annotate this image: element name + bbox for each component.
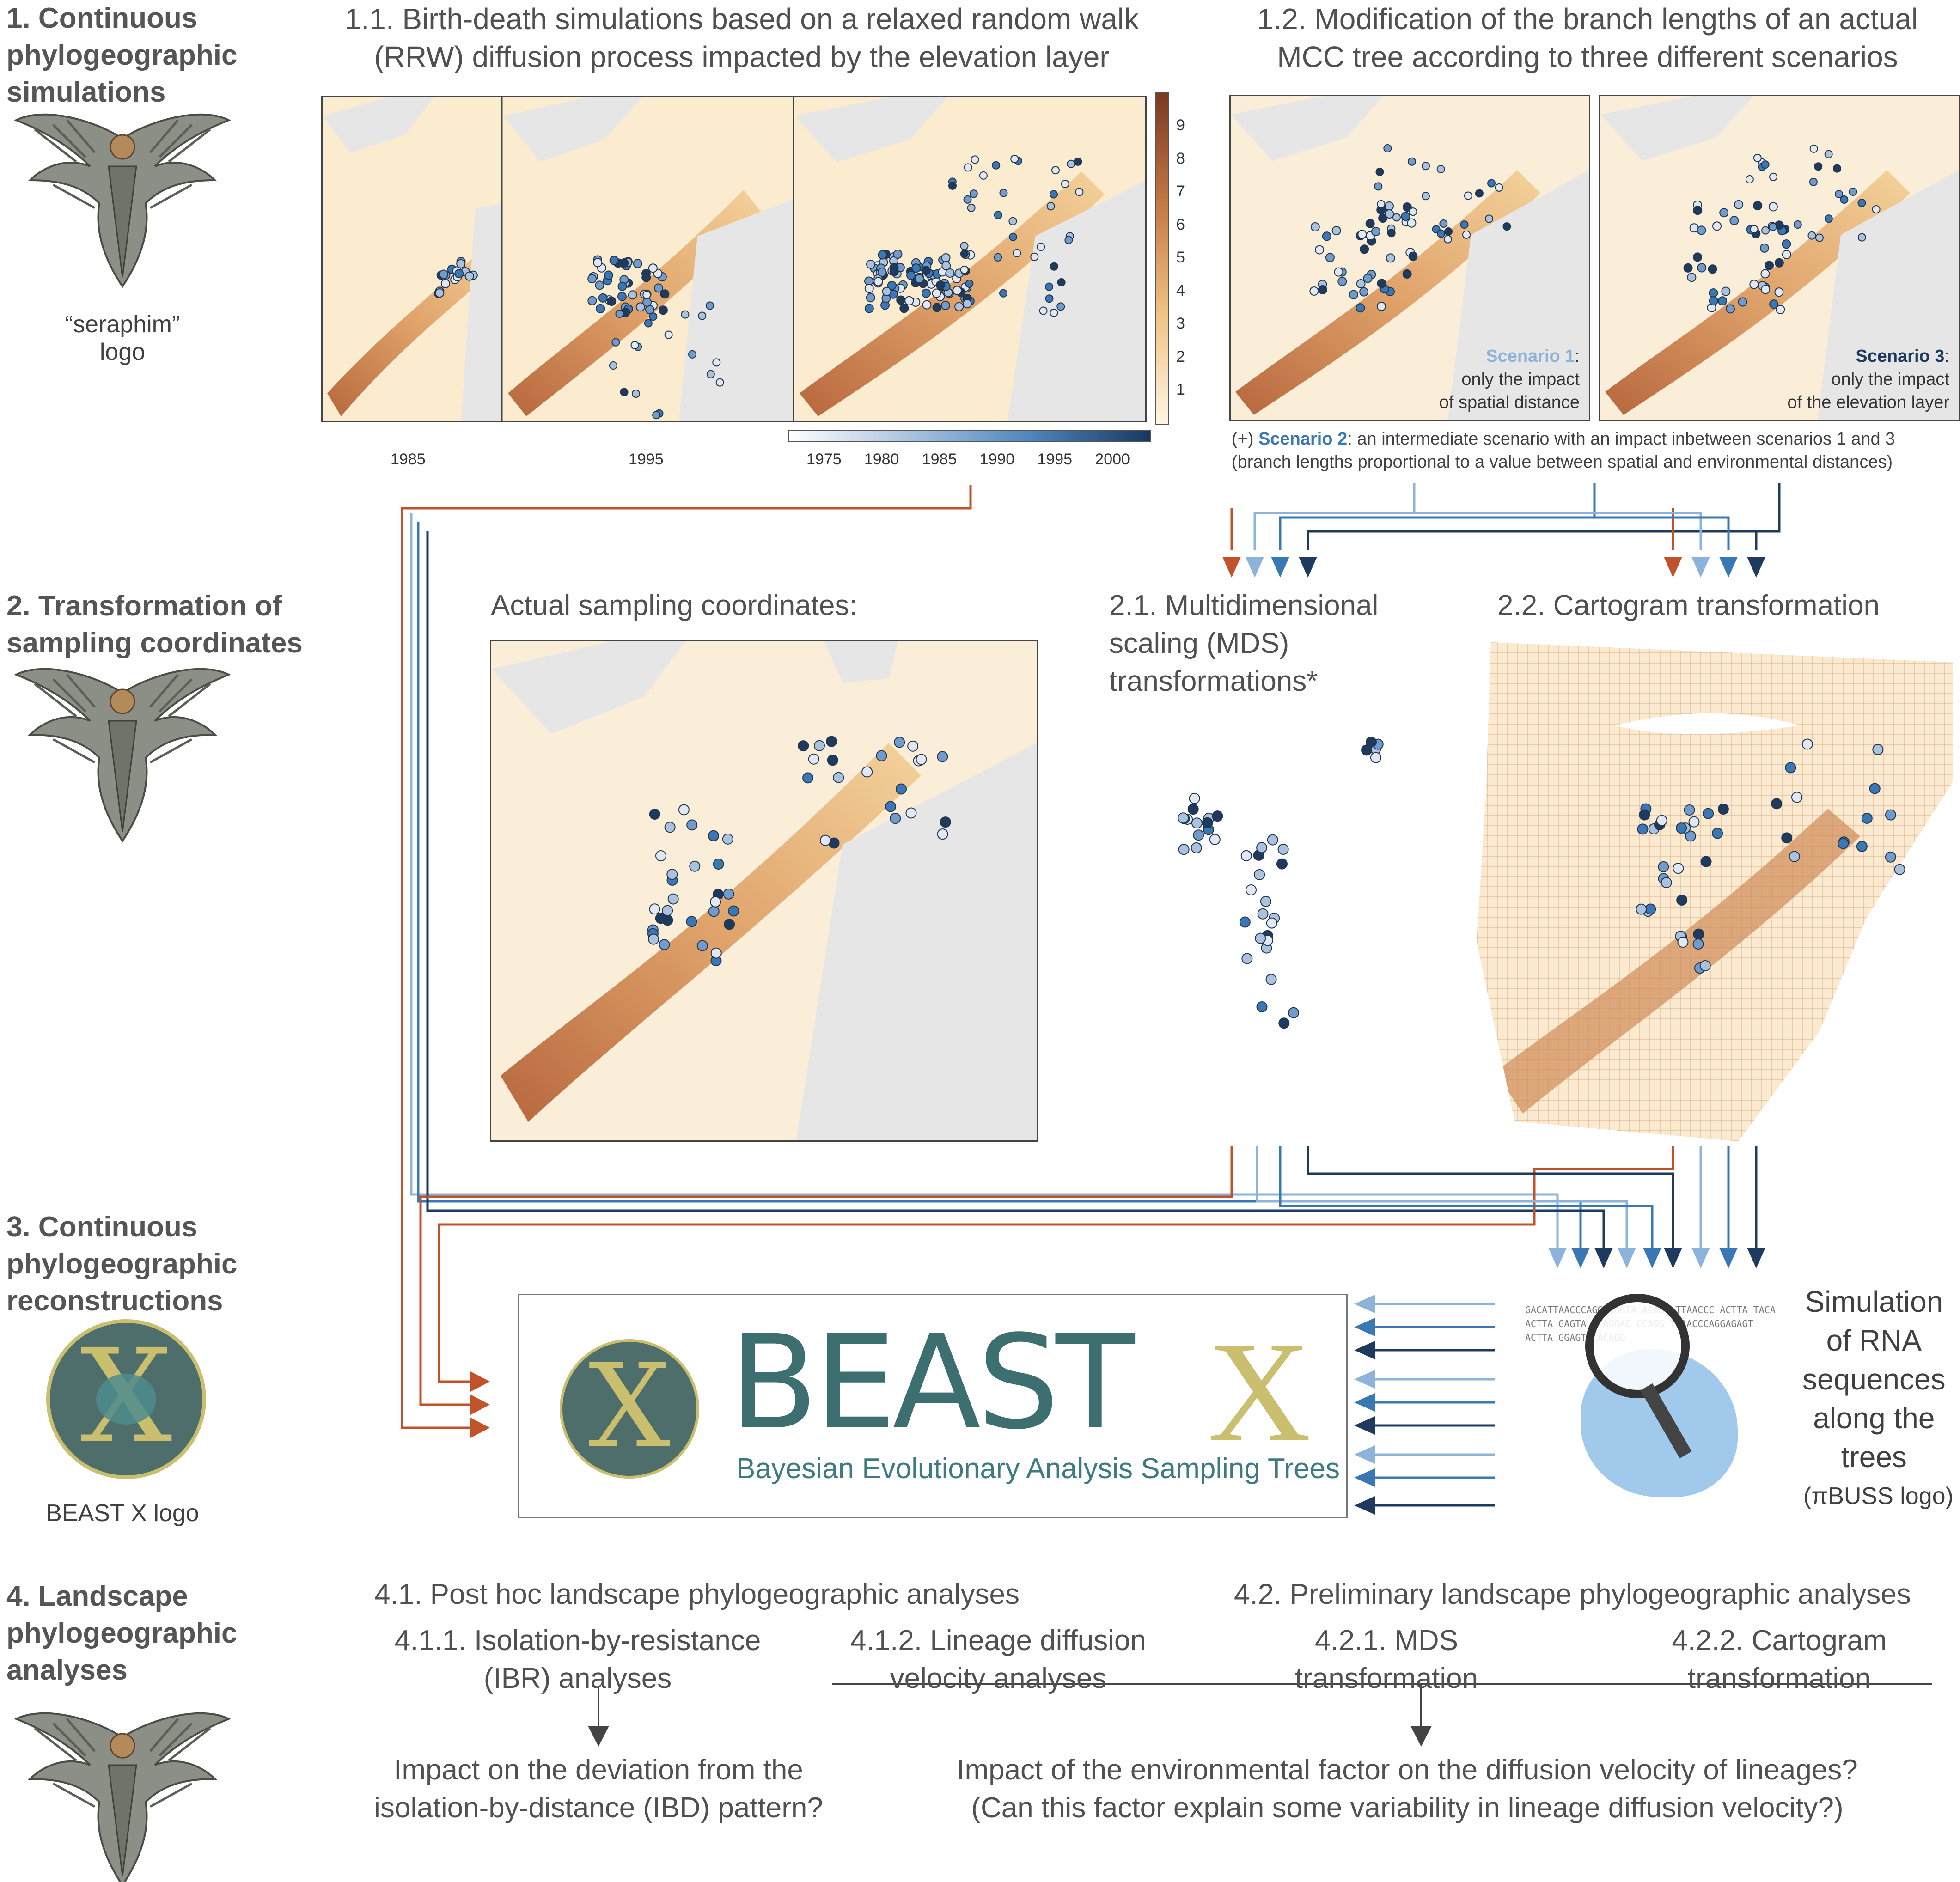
seraphim-logo-icon [16, 1713, 229, 1882]
elevation-colorbar [1155, 92, 1169, 425]
lineage-point [1262, 930, 1273, 941]
lineage-point [1241, 953, 1253, 964]
lineage-point [1203, 812, 1215, 824]
actual-coordinates-title: Actual sampling coordinates: [491, 590, 857, 621]
lineage-point [1189, 792, 1200, 804]
lineage-point [1182, 814, 1193, 825]
beast-x-letter: X [1208, 1313, 1311, 1471]
lineage-point [1254, 869, 1265, 880]
scenario-1-name: Scenario 1 [1486, 347, 1575, 366]
lineage-point [1240, 850, 1252, 861]
question-ibd: Impact on the deviation from the isolati… [374, 1754, 823, 1824]
lineage-point [1277, 844, 1289, 855]
lineage-point [1178, 844, 1190, 855]
lineage-point [1187, 804, 1199, 815]
scenario-3-name: Scenario 3 [1856, 347, 1945, 366]
mds-transformation-title: 4.2.1. MDS transformation [1294, 1625, 1478, 1694]
seraphim-logo-caption: “seraphim” logo [65, 311, 180, 365]
actual-coordinates-map [490, 640, 1038, 1142]
beast-x-logo-caption: BEAST X logo [46, 1500, 199, 1527]
lineage-point [1288, 1007, 1300, 1018]
lineage-point [1209, 834, 1221, 845]
lineage-point [1203, 824, 1214, 835]
scenario-3-panel: Scenario 3: only the impact of the eleva… [1599, 95, 1960, 421]
cartogram-transformation-title: 4.2.2. Cartogram transformation [1672, 1625, 1887, 1694]
lineage-point [1178, 813, 1190, 824]
lineage-point [1256, 1001, 1268, 1013]
beast-subtitle: Bayesian Evolutionary Analysis Sampling … [736, 1453, 1340, 1485]
lineage-point [1262, 935, 1273, 946]
mds-title: 2.1. Multidimensional scaling (MDS) tran… [1109, 590, 1379, 697]
snapshot-label-1995: 1995 [629, 451, 664, 468]
seraphim-logo-icon [16, 115, 229, 286]
lineage-point [1261, 942, 1272, 954]
time-colorbar [788, 430, 1151, 442]
scenario-1-text: : only the impact of spatial distance [1439, 347, 1580, 412]
seraphim-logo-icon [16, 669, 229, 841]
step-1-1-title: 1.1. Birth-death simulations based on a … [344, 2, 1139, 73]
beast-x-emblem-icon: X [560, 1339, 699, 1479]
section-1-label: 1. Continuous phylogeographic simulation… [6, 2, 238, 108]
lineage-point [1266, 917, 1277, 929]
lineage-point [1361, 744, 1373, 756]
lineage-point [1178, 812, 1189, 824]
lineage-point [1372, 738, 1384, 750]
lineage-point [1276, 858, 1288, 870]
lineage-point [1191, 817, 1203, 829]
lineage-point [1193, 829, 1204, 841]
scenario-3-text: : only the impact of the elevation layer [1787, 347, 1949, 412]
velocity-title: 4.1.2. Lineage diffusion velocity analys… [850, 1625, 1147, 1694]
beast-x-box: X BEAST X Bayesian Evolutionary Analysis… [518, 1294, 1348, 1518]
ibr-title: 4.1.1. Isolation-by-resistance (IBR) ana… [394, 1625, 761, 1694]
step-1-2-title: 1.2. Modification of the branch lengths … [1257, 2, 1918, 73]
cartogram-map [1477, 642, 1953, 1141]
pibuss-logo-icon: GACATTAACCCAGGAGAGTA ACAGG TTAACCC ACTTA… [1525, 1294, 1784, 1511]
lineage-point [1257, 908, 1269, 920]
lineage-point [1278, 1017, 1290, 1029]
scenario-1-panel: Scenario 1: only the impact of spatial d… [1229, 95, 1590, 421]
cartogram-title: 2.2. Cartogram transformation [1497, 590, 1880, 621]
lineage-point [1256, 842, 1268, 853]
lineage-point [1246, 884, 1257, 895]
lineage-point [1269, 912, 1280, 924]
rrw-simulation-panel [321, 96, 1147, 422]
pibuss-logo-caption: (πBUSS logo) [1803, 1483, 1954, 1510]
posthoc-title: 4.1. Post hoc landscape phylogeographic … [374, 1578, 1020, 1610]
lineage-point [1260, 895, 1271, 907]
lineage-point [1191, 842, 1202, 853]
lineage-point [1212, 810, 1223, 822]
scenario-2-note: (+) Scenario 2: an intermediate scenario… [1232, 429, 1895, 472]
section-3-label: 3. Continuous phylogeographic reconstruc… [6, 1211, 238, 1317]
lineage-point [1255, 932, 1266, 944]
rna-simulation-text: Simulation of RNA sequences along the tr… [1802, 1285, 1946, 1474]
question-velocity: Impact of the environmental factor on th… [957, 1754, 1858, 1824]
snapshot-label-1985: 1985 [391, 451, 426, 468]
section-4-label: 4. Landscape phylogeographic analyses [6, 1580, 238, 1686]
lineage-point [1370, 752, 1381, 763]
lineage-point [1267, 834, 1278, 846]
beast-x-logo-icon: X [46, 1319, 206, 1479]
lineage-point [1365, 736, 1377, 748]
lineage-point [1253, 849, 1264, 861]
lineage-point [1265, 974, 1277, 985]
lineage-point [1202, 817, 1213, 828]
lineage-point [1239, 916, 1251, 928]
beast-wordmark: BEAST [729, 1308, 1135, 1458]
lineage-point [1370, 743, 1381, 755]
section-2-label: 2. Transformation of sampling coordinate… [6, 590, 303, 659]
preliminary-title: 4.2. Preliminary landscape phylogeograph… [1234, 1578, 1911, 1610]
